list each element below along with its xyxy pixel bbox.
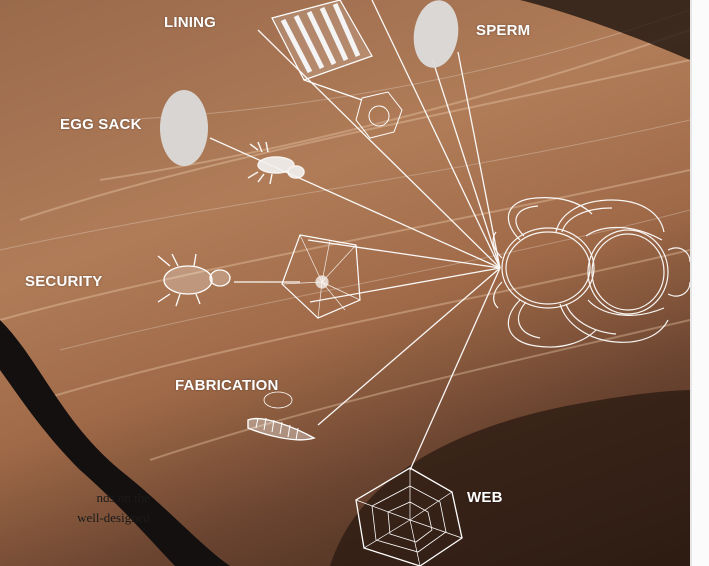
thread-egg-sack: [210, 138, 500, 268]
label-sperm: SPERM: [476, 22, 530, 39]
web-icon: [356, 468, 462, 566]
thread-fabrication: [318, 268, 500, 425]
caption-line-1: nds on the: [0, 488, 150, 508]
spider-silk-diagram: [0, 0, 690, 566]
security-bug-icon: [158, 235, 360, 318]
fabrication-larva-icon: [248, 392, 314, 440]
thread-security-upper: [308, 240, 500, 268]
thread-web: [410, 268, 500, 470]
label-fabrication: FABRICATION: [175, 377, 279, 394]
spider-drawing: [493, 198, 690, 347]
sperm-ellipse-icon: [409, 0, 462, 71]
page-margin: [690, 0, 709, 566]
thread-security-lower: [310, 268, 500, 302]
thread-lining-left: [258, 30, 500, 268]
caption-line-2: well-designed: [0, 508, 150, 528]
label-security: SECURITY: [25, 273, 102, 290]
egg-sack-ellipse-icon: [160, 90, 304, 184]
label-web: WEB: [467, 489, 503, 506]
label-lining: LINING: [164, 14, 216, 31]
label-egg-sack: EGG SACK: [60, 116, 142, 133]
caption-fragment: nds on the well-designed: [0, 488, 150, 528]
thread-sperm-left: [432, 58, 500, 268]
